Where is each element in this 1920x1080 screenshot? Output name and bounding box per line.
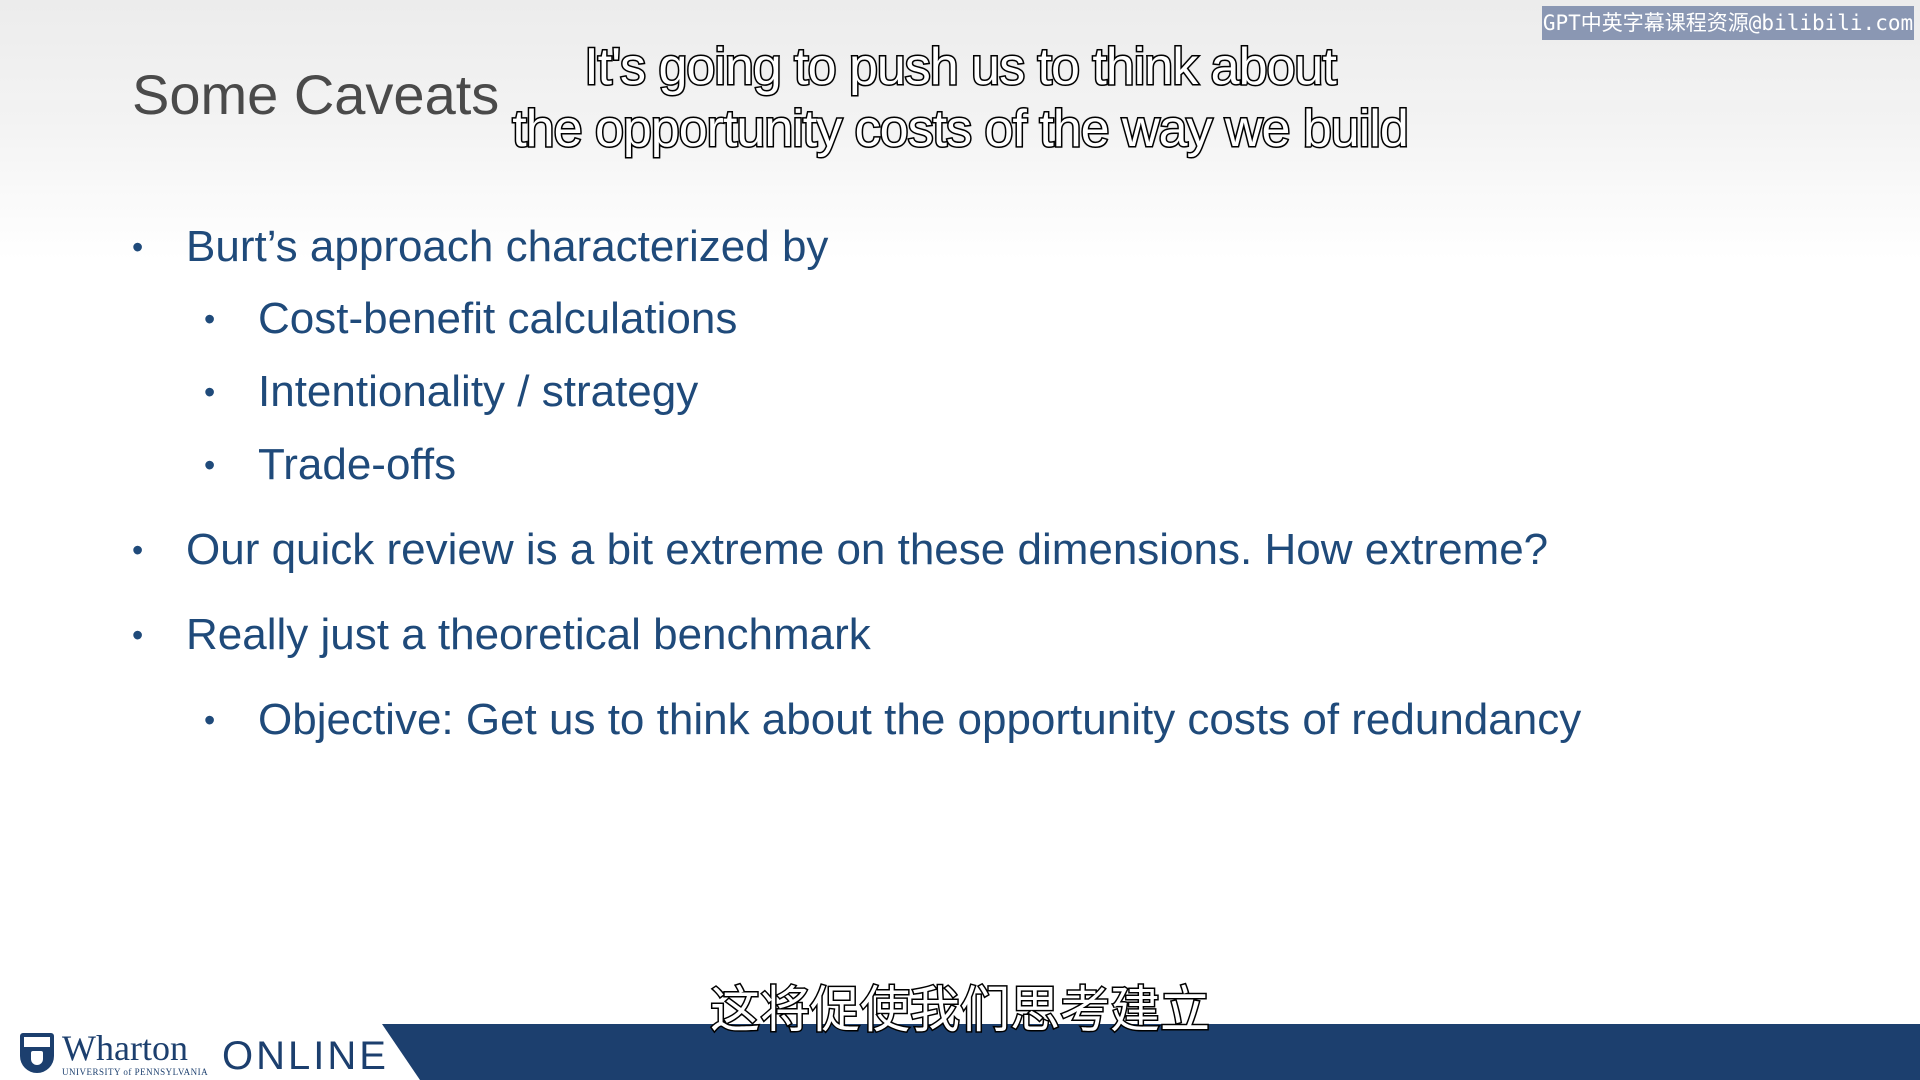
slide-title: Some Caveats bbox=[132, 63, 500, 126]
bullet-text: Intentionality / strategy bbox=[258, 367, 699, 416]
logo-subtitle: UNIVERSITY of PENNSYLVANIA bbox=[62, 1066, 209, 1077]
logo-name: Wharton bbox=[62, 1027, 188, 1068]
bullet-list: • Burt’s approach characterized by • Cos… bbox=[132, 222, 1582, 745]
sub-bullet-item: • Objective: Get us to think about the o… bbox=[204, 695, 1582, 745]
bullet-text: Really just a theoretical benchmark bbox=[186, 610, 871, 659]
bullet-dot-icon: • bbox=[132, 229, 144, 265]
bullet-text: Our quick review is a bit extreme on the… bbox=[186, 525, 1549, 574]
bullet-text: Objective: Get us to think about the opp… bbox=[258, 695, 1582, 744]
bullet-text: Trade-offs bbox=[258, 440, 457, 489]
online-label: ONLINE bbox=[222, 1034, 389, 1078]
penn-shield-icon bbox=[20, 1033, 54, 1073]
bullet-dot-icon: • bbox=[132, 532, 144, 568]
watermark-badge: GPT中英字幕课程资源@bilibili.com bbox=[1542, 6, 1914, 40]
bullet-text: Cost-benefit calculations bbox=[258, 294, 738, 343]
bullet-text: Burt’s approach characterized by bbox=[186, 222, 829, 271]
bullet-dot-icon: • bbox=[204, 301, 216, 337]
english-subtitle-line-2: the opportunity costs of the way we buil… bbox=[511, 99, 1411, 160]
english-subtitle: It's going to push us to think about the… bbox=[0, 36, 1920, 160]
english-subtitle-line-1: It's going to push us to think about bbox=[583, 37, 1339, 98]
bullet-dot-icon: • bbox=[204, 374, 216, 410]
footer-logo-panel bbox=[0, 1024, 420, 1080]
sub-bullet-item: • Intentionality / strategy bbox=[204, 367, 699, 417]
bullet-dot-icon: • bbox=[132, 617, 144, 653]
bullet-item: • Our quick review is a bit extreme on t… bbox=[132, 525, 1549, 575]
bullet-item: • Burt’s approach characterized by bbox=[132, 222, 829, 272]
bullet-item: • Really just a theoretical benchmark bbox=[132, 610, 871, 660]
sub-bullet-item: • Cost-benefit calculations bbox=[204, 294, 738, 344]
sub-bullet-item: • Trade-offs bbox=[204, 440, 457, 490]
bullet-dot-icon: • bbox=[204, 702, 216, 738]
logo-wordmark: Wharton UNIVERSITY of PENNSYLVANIA bbox=[62, 1030, 208, 1077]
wharton-logo: Wharton UNIVERSITY of PENNSYLVANIA bbox=[20, 1030, 208, 1076]
chinese-subtitle: 这将促使我们思考建立 bbox=[709, 981, 1212, 1040]
bullet-dot-icon: • bbox=[204, 447, 216, 483]
